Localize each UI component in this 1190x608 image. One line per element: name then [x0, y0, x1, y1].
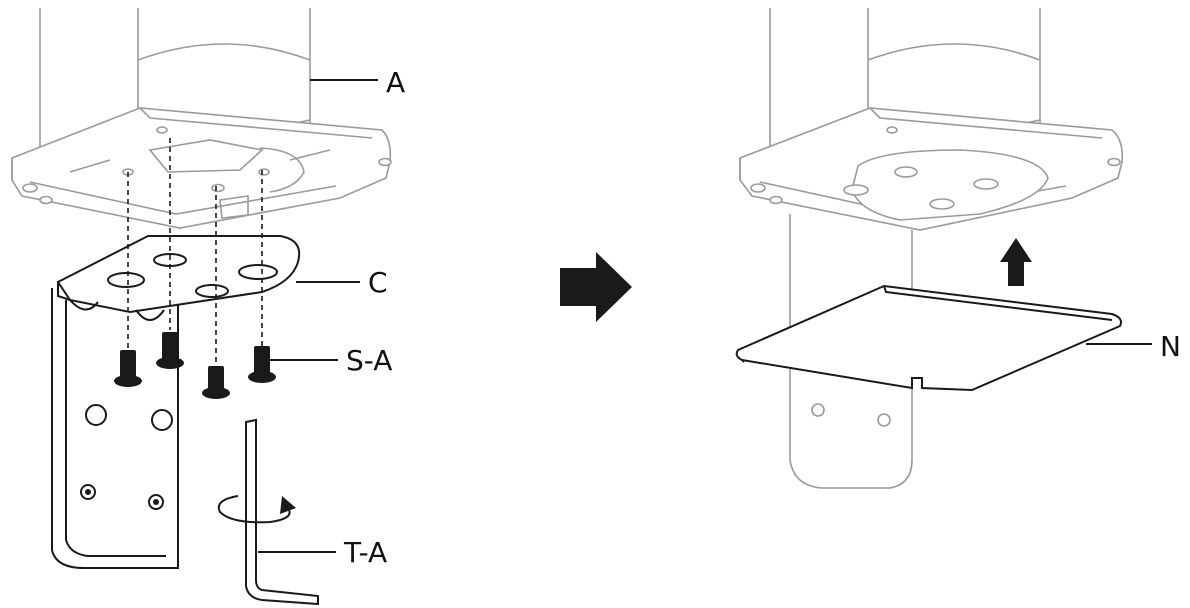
mounting-base-assembled	[739, 107, 1124, 241]
label-bracket-c: C	[368, 266, 388, 299]
bracket-c	[51, 235, 301, 569]
alignment-lines	[127, 138, 263, 366]
callout-t-a: T-A	[258, 536, 387, 569]
right-step-panel: N	[735, 8, 1181, 489]
right-arrow-icon	[560, 252, 632, 322]
screw	[202, 366, 230, 399]
screw	[114, 350, 142, 387]
label-column-a: A	[386, 66, 405, 99]
callout-n: N	[1086, 330, 1181, 363]
left-step-panel: A C S-A T-A	[11, 8, 405, 606]
hex-key-t-a	[245, 418, 319, 606]
screws-s-a	[114, 332, 276, 399]
callout-a: A	[310, 66, 405, 99]
mounting-base	[11, 107, 392, 229]
callout-s-a: S-A	[270, 344, 392, 377]
rotate-icon	[217, 495, 296, 524]
screw	[156, 332, 184, 369]
callout-c: C	[296, 266, 388, 299]
label-cover-plate-n: N	[1160, 330, 1181, 363]
cover-plate-n	[735, 284, 1122, 392]
label-hex-key-t-a: T-A	[343, 536, 387, 569]
label-screws-s-a: S-A	[346, 344, 392, 377]
screw	[248, 346, 276, 383]
up-arrow-icon	[1000, 238, 1032, 286]
